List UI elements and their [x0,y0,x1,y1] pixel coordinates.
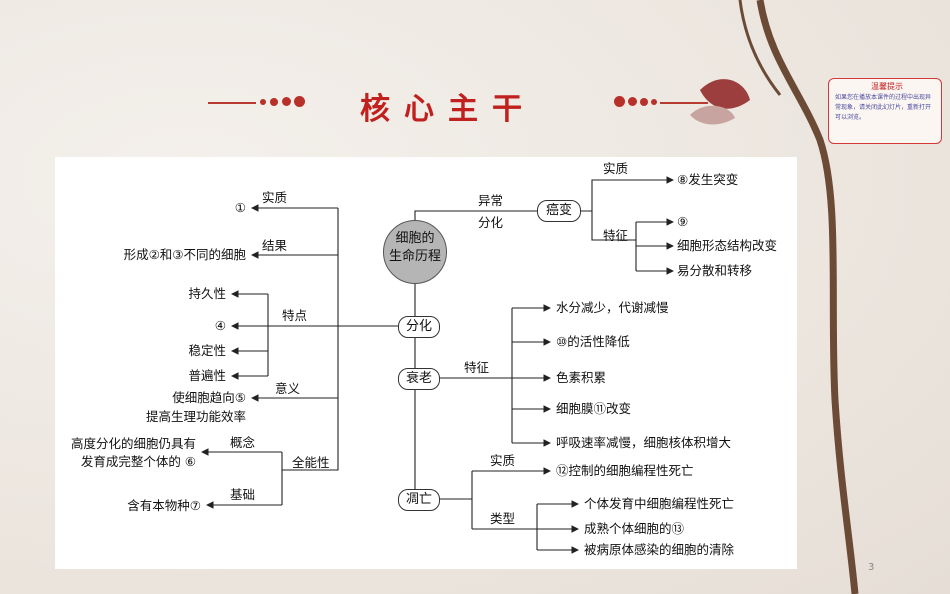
leaf-diff-meaning-1: 使细胞趋向⑤ [172,390,246,405]
leaf-basis: 含有本物种⑦ [127,498,201,513]
leaf-aging-f2: ⑩的活性降低 [556,334,630,349]
label-death-essence: 实质 [490,453,516,468]
leaf-diff-f3: 稳定性 [188,343,226,358]
label-cancer-essence: 实质 [603,161,629,176]
leaf-concept-2: 发育成完整个体的 ⑥ [80,454,196,469]
leaf-cancer-essence: ⑧发生突变 [677,172,739,187]
leaf-aging-f4: 细胞膜⑪改变 [556,401,632,416]
leaf-cancer-f3: 易分散和转移 [677,263,753,278]
tip-box: 温馨提示 如果您在播放本课件的过程中出现异常现象，请关闭此幻灯片，重新打开可以浏… [828,78,942,144]
leaf-death-t3: 被病原体感染的细胞的清除 [584,542,735,557]
leaf-cancer-f2: 细胞形态结构改变 [677,238,778,253]
node-aging: 衰老 [398,368,440,390]
center-line2: 生命历程 [388,249,441,264]
leaf-aging-f3: 色素积累 [556,370,607,385]
decor-line-left [208,102,256,104]
label-diff-essence: 实质 [262,190,288,205]
node-cancer: 癌变 [537,200,581,222]
decor-dot [294,96,305,107]
label-concept: 概念 [230,435,256,450]
title-bar: 核心主干 [0,80,950,130]
decor-dot [651,99,657,105]
leaf-aging-f5: 呼吸速率减慢，细胞核体积增大 [556,435,732,450]
decor-dot [614,96,625,107]
label-abnormal-2: 分化 [478,215,504,230]
leaf-cancer-f1: ⑨ [677,214,689,229]
leaf-death-t2: 成熟个体细胞的⑬ [584,521,685,536]
leaf-diff-f1: 持久性 [188,286,226,301]
label-totipotency: 全能性 [292,455,330,470]
leaf-death-t1: 个体发育中细胞编程性死亡 [584,496,735,511]
leaf-aging-f1: 水分减少，代谢减慢 [556,300,669,315]
center-node: 细胞的 生命历程 [383,220,447,284]
label-death-type: 类型 [490,511,516,526]
label-abnormal: 异常 [478,193,504,208]
decor-dot [640,98,648,106]
label-basis: 基础 [230,487,256,502]
decor-dot [260,99,266,105]
node-apoptosis: 凋亡 [398,489,440,511]
leaf-diff-f4: 普遍性 [188,368,226,383]
leaf-diff-essence: ① [234,200,246,215]
tip-body: 如果您在播放本课件的过程中出现异常现象，请关闭此幻灯片，重新打开可以浏览。 [835,94,932,121]
center-line1: 细胞的 [395,231,435,246]
label-diff-result: 结果 [262,238,288,253]
leaf-diff-meaning-2: 提高生理功能效率 [145,409,246,424]
decor-dot [270,98,278,106]
leaf-diff-f2: ④ [214,318,226,333]
label-diff-feature: 特点 [282,308,308,323]
leaf-death-essence: ⑫控制的细胞编程性死亡 [556,463,694,478]
label-cancer-feature: 特征 [603,228,629,243]
decor-dot [282,97,291,106]
leaf-concept-1: 高度分化的细胞仍具有 [70,436,196,451]
label-diff-meaning: 意义 [275,381,301,396]
leaf-diff-result: 形成②和③不同的细胞 [123,247,246,262]
node-differentiation: 分化 [398,316,440,338]
page-title: 核心主干 [360,92,536,127]
decor-line-right [660,102,708,104]
tip-title: 温馨提示 [871,82,903,91]
decor-dot [628,97,637,106]
page-number: 3 [868,562,875,573]
label-aging-feature: 特征 [464,360,490,375]
